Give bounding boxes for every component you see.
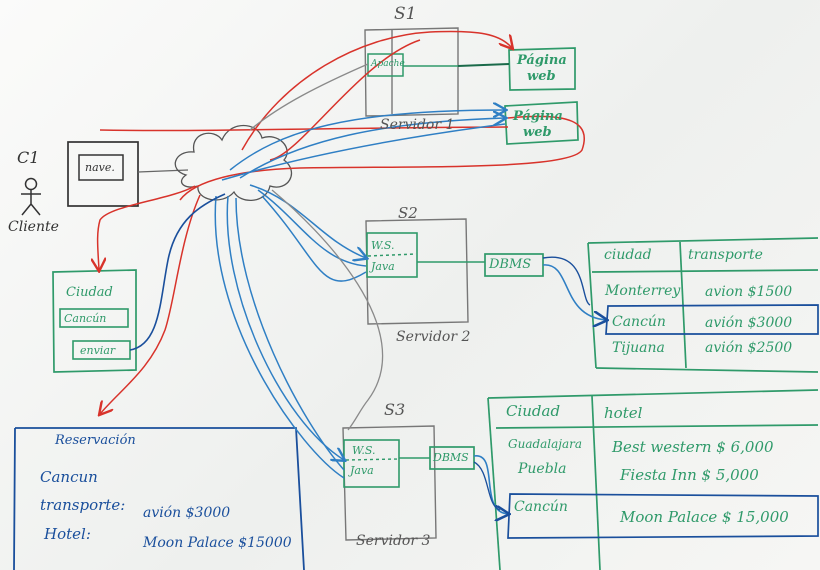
browser-cloud-link — [137, 169, 189, 173]
reservation-hotel-value: Moon Palace $15000 — [143, 535, 292, 551]
red-flow-lines — [98, 30, 585, 414]
browser-window-box — [67, 141, 139, 207]
hotel-row1-value: Best western $ 6,000 — [612, 438, 774, 456]
server3-dbms: DBMS — [433, 451, 469, 464]
client-label: Cliente — [8, 219, 59, 235]
hotel-row2-city: Puebla — [518, 461, 567, 477]
gray-flow-lines — [249, 63, 384, 431]
page-web-bottom-box — [504, 101, 579, 145]
page-web-top-l2: web — [527, 69, 556, 84]
transport-header-city: ciudad — [604, 247, 652, 263]
transport-row2-city: Cancún — [612, 314, 666, 330]
page-web-top-box — [508, 47, 576, 91]
hotel-header-hotel: hotel — [604, 404, 643, 422]
transport-row1-city: Monterrey — [605, 283, 681, 299]
transport-header-mode: transporte — [688, 247, 763, 263]
cloud-icon — [174, 125, 292, 201]
server1-caption: Servidor 1 — [380, 117, 455, 133]
browser-inner-box — [78, 154, 124, 181]
server2-java: Java — [371, 260, 395, 273]
hotel-header-city: Ciudad — [506, 402, 561, 420]
form-field-text[interactable]: Cancún — [64, 312, 107, 325]
apache-box — [367, 53, 404, 77]
dbms2-table-link — [542, 264, 606, 320]
reservation-city: Cancun — [40, 468, 98, 486]
stick-figure-icon — [21, 177, 41, 216]
transport-table-grid — [587, 237, 819, 373]
page-web-top-l1: Página — [517, 53, 567, 68]
page-web-bot-l1: Página — [513, 109, 563, 124]
server3-id: S3 — [384, 400, 406, 419]
hotel-table-grid — [487, 389, 819, 570]
server3-java: Java — [350, 464, 374, 477]
transport-row2-value: avión $3000 — [705, 315, 793, 331]
server2-id: S2 — [398, 204, 418, 222]
form-return-line — [129, 193, 226, 351]
server3-box — [342, 425, 437, 541]
transport-row1-value: avion $1500 — [705, 284, 793, 300]
hotel-row2-value: Fiesta Inn $ 5,000 — [620, 466, 759, 484]
ws-java-box-3 — [343, 439, 400, 488]
dbms3-table-link — [473, 455, 508, 514]
reservation-transport-label: transporte: — [40, 496, 126, 514]
server2-ws: W.S. — [371, 239, 395, 252]
server2-caption: Servidor 2 — [396, 329, 471, 345]
page-web-bot-l2: web — [523, 125, 552, 140]
server3-caption: Servidor 3 — [356, 533, 431, 549]
form-box — [52, 269, 137, 373]
reservation-transport-value: avión $3000 — [143, 505, 231, 521]
hotel-row3-value: Moon Palace $ 15,000 — [620, 508, 789, 526]
form-submit-button[interactable]: enviar — [80, 344, 116, 357]
hotel-row1-city: Guadalajara — [508, 437, 583, 451]
reservation-title: Reservación — [55, 433, 136, 448]
form-field-box — [59, 308, 129, 328]
transport-row3-value: avión $2500 — [705, 340, 793, 356]
form-title: Ciudad — [66, 285, 113, 300]
server2-box — [365, 218, 469, 325]
apache-label: Apache — [371, 59, 405, 69]
server1-box — [364, 27, 459, 117]
client-id: C1 — [17, 148, 40, 167]
browser-label: nave. — [85, 161, 115, 174]
transport-row3-city: Tijuana — [612, 340, 665, 356]
server3-ws: W.S. — [352, 444, 376, 457]
reservation-hotel-label: Hotel: — [44, 525, 91, 543]
blue-flow-lines — [214, 110, 505, 479]
server1-id: S1 — [394, 4, 417, 24]
apache-page-link-2 — [457, 63, 510, 67]
reservation-box — [13, 427, 305, 570]
hotel-row3-city: Cancún — [514, 499, 568, 515]
server2-dbms: DBMS — [489, 257, 532, 272]
hotel-highlight — [507, 493, 819, 539]
